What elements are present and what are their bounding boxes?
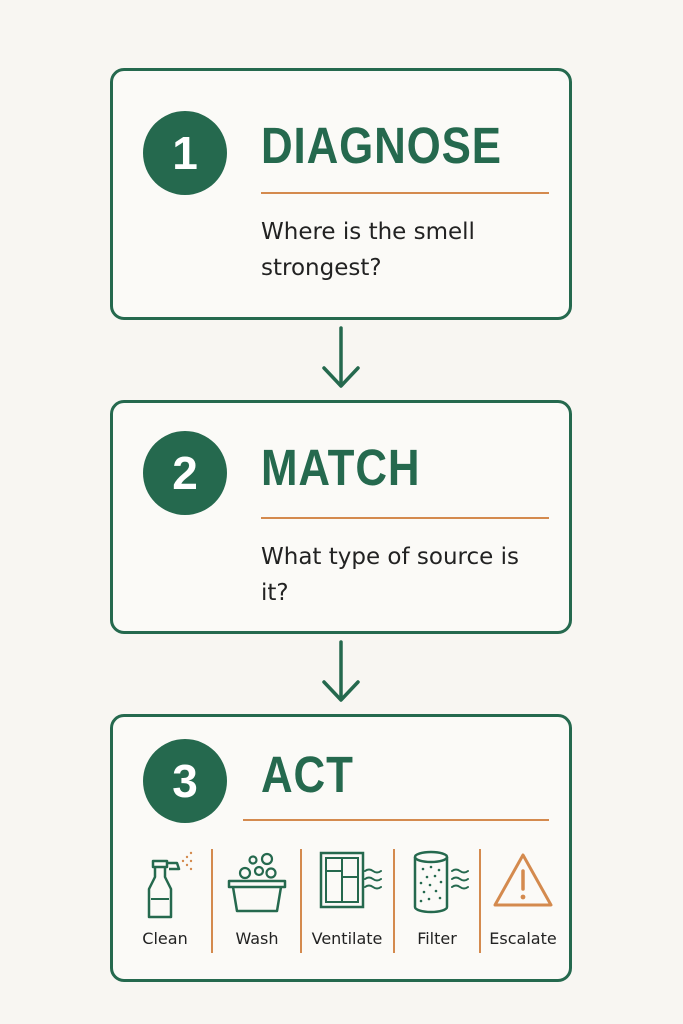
step-number-badge: 2 xyxy=(143,431,227,515)
action-filter: Filter xyxy=(395,847,479,959)
air-filter-icon xyxy=(413,850,469,914)
step-title: MATCH xyxy=(261,439,421,496)
step-title: ACT xyxy=(261,746,354,803)
warning-icon xyxy=(493,853,553,907)
spray-bottle-icon xyxy=(147,851,193,919)
action-divider xyxy=(479,849,481,953)
action-label: Escalate xyxy=(489,929,557,948)
action-escalate: Escalate xyxy=(481,847,565,959)
action-ventilate: Ventilate xyxy=(305,847,389,959)
action-label: Wash xyxy=(235,929,279,948)
step-number-badge: 3 xyxy=(143,739,227,823)
action-clean: Clean xyxy=(123,847,207,959)
down-arrow-icon xyxy=(322,326,360,388)
down-arrow-icon xyxy=(322,640,360,702)
title-underline xyxy=(261,517,549,519)
action-divider xyxy=(300,849,302,953)
step-question: What type of source is it? xyxy=(261,544,519,606)
action-label: Clean xyxy=(142,929,188,948)
title-underline xyxy=(261,192,549,194)
step-card-act: 3 ACT Clean Wash xyxy=(110,714,572,982)
action-divider xyxy=(393,849,395,953)
action-label: Ventilate xyxy=(311,929,383,948)
step-number-badge: 1 xyxy=(143,111,227,195)
step-title: DIAGNOSE xyxy=(261,117,502,174)
wash-basin-icon xyxy=(227,852,287,913)
step-question: Where is the smell strongest? xyxy=(261,219,475,281)
action-divider xyxy=(211,849,213,953)
title-underline xyxy=(243,819,549,821)
action-wash: Wash xyxy=(215,847,299,959)
window-icon xyxy=(319,851,382,909)
step-card-diagnose: 1 DIAGNOSE Where is the smell strongest? xyxy=(110,68,572,320)
action-label: Filter xyxy=(417,929,457,948)
step-card-match: 2 MATCH What type of source is it? xyxy=(110,400,572,634)
